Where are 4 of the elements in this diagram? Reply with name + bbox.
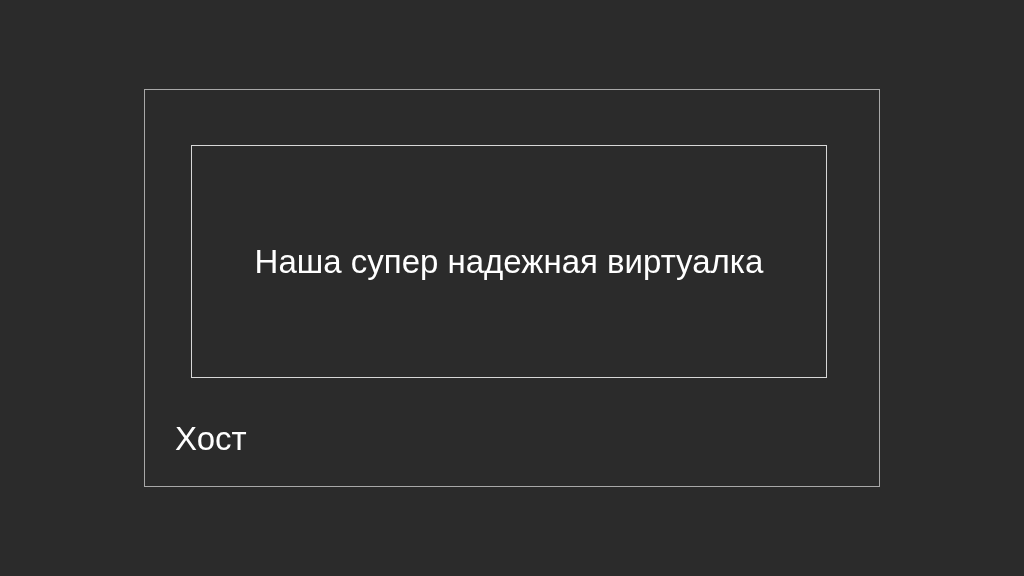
box-label: Хост	[175, 420, 247, 458]
box-label: Наша супер надежная виртуалка	[254, 242, 764, 281]
host-box	[144, 89, 880, 487]
virtual-machine-box	[191, 145, 827, 378]
